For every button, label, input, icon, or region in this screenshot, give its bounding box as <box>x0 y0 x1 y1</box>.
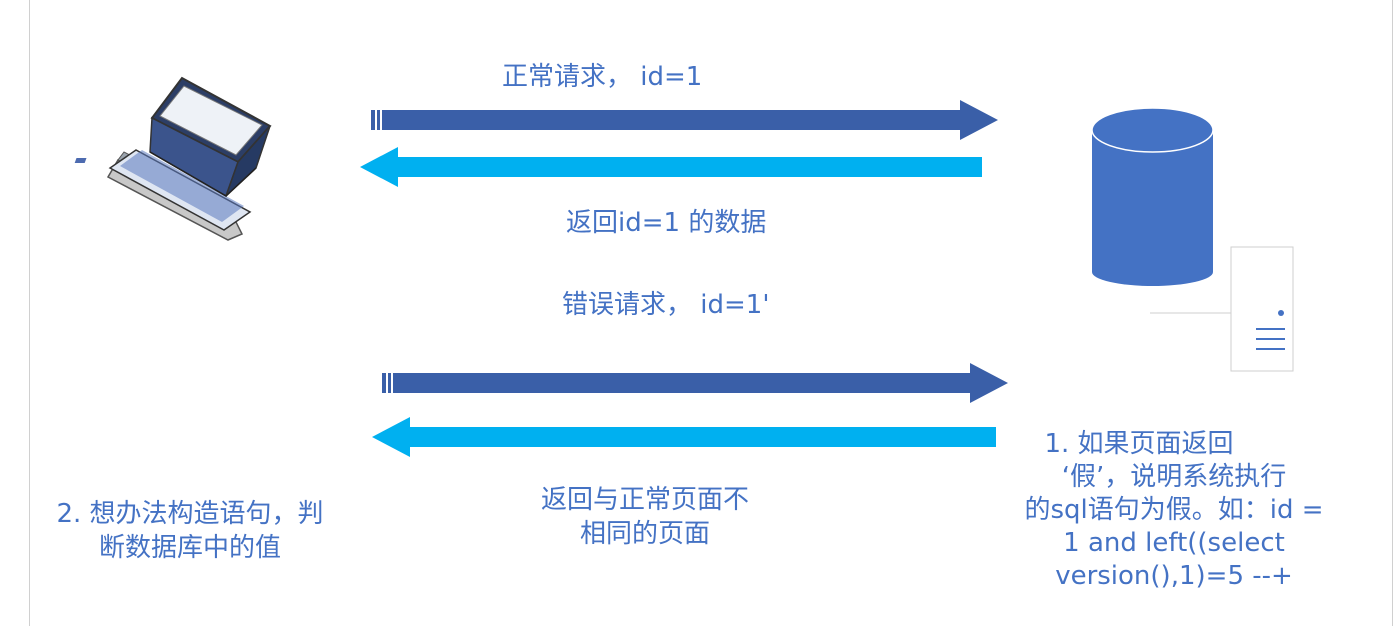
label-response-error: 返回与正常页面不 相同的页面 <box>500 483 790 551</box>
frame-border-left <box>29 0 30 626</box>
label-request-error: 错误请求， id=1' <box>562 290 770 320</box>
note-left: 2. 想办法构造语句，判 断数据库中的值 <box>30 497 350 565</box>
label-response-error-line: 相同的页面 <box>579 519 710 549</box>
label-response-error-line: 返回与正常页面不 <box>540 485 749 515</box>
frame-border-right <box>1392 0 1393 626</box>
label-request-normal: 正常请求， id=1 <box>502 62 703 92</box>
response-arrow-normal <box>360 147 982 187</box>
note-right-line: ‘假’，说明系统执行 <box>1061 462 1287 492</box>
note-right: 1. 如果页面返回 ‘假’，说明系统执行 的sql语句为假。如：id = 1 a… <box>1004 428 1344 593</box>
note-right-line: 1 and left((select <box>1063 528 1285 558</box>
note-right-line: 1. 如果页面返回 <box>1044 429 1234 459</box>
note-left-line: 断数据库中的值 <box>98 533 281 563</box>
note-right-line: 的sql语句为假。如：id = <box>1024 495 1324 525</box>
server-icon <box>1150 246 1294 372</box>
response-arrow-error <box>372 417 996 457</box>
note-right-line: version(),1)=5 --+ <box>1055 561 1293 591</box>
note-left-line: 2. 想办法构造语句，判 <box>56 499 324 529</box>
label-response-normal: 返回id=1 的数据 <box>566 208 767 238</box>
database-icon <box>1091 107 1214 286</box>
laptop-icon <box>74 76 272 241</box>
request-arrow-error <box>382 363 1008 403</box>
request-arrow-normal <box>371 100 998 140</box>
